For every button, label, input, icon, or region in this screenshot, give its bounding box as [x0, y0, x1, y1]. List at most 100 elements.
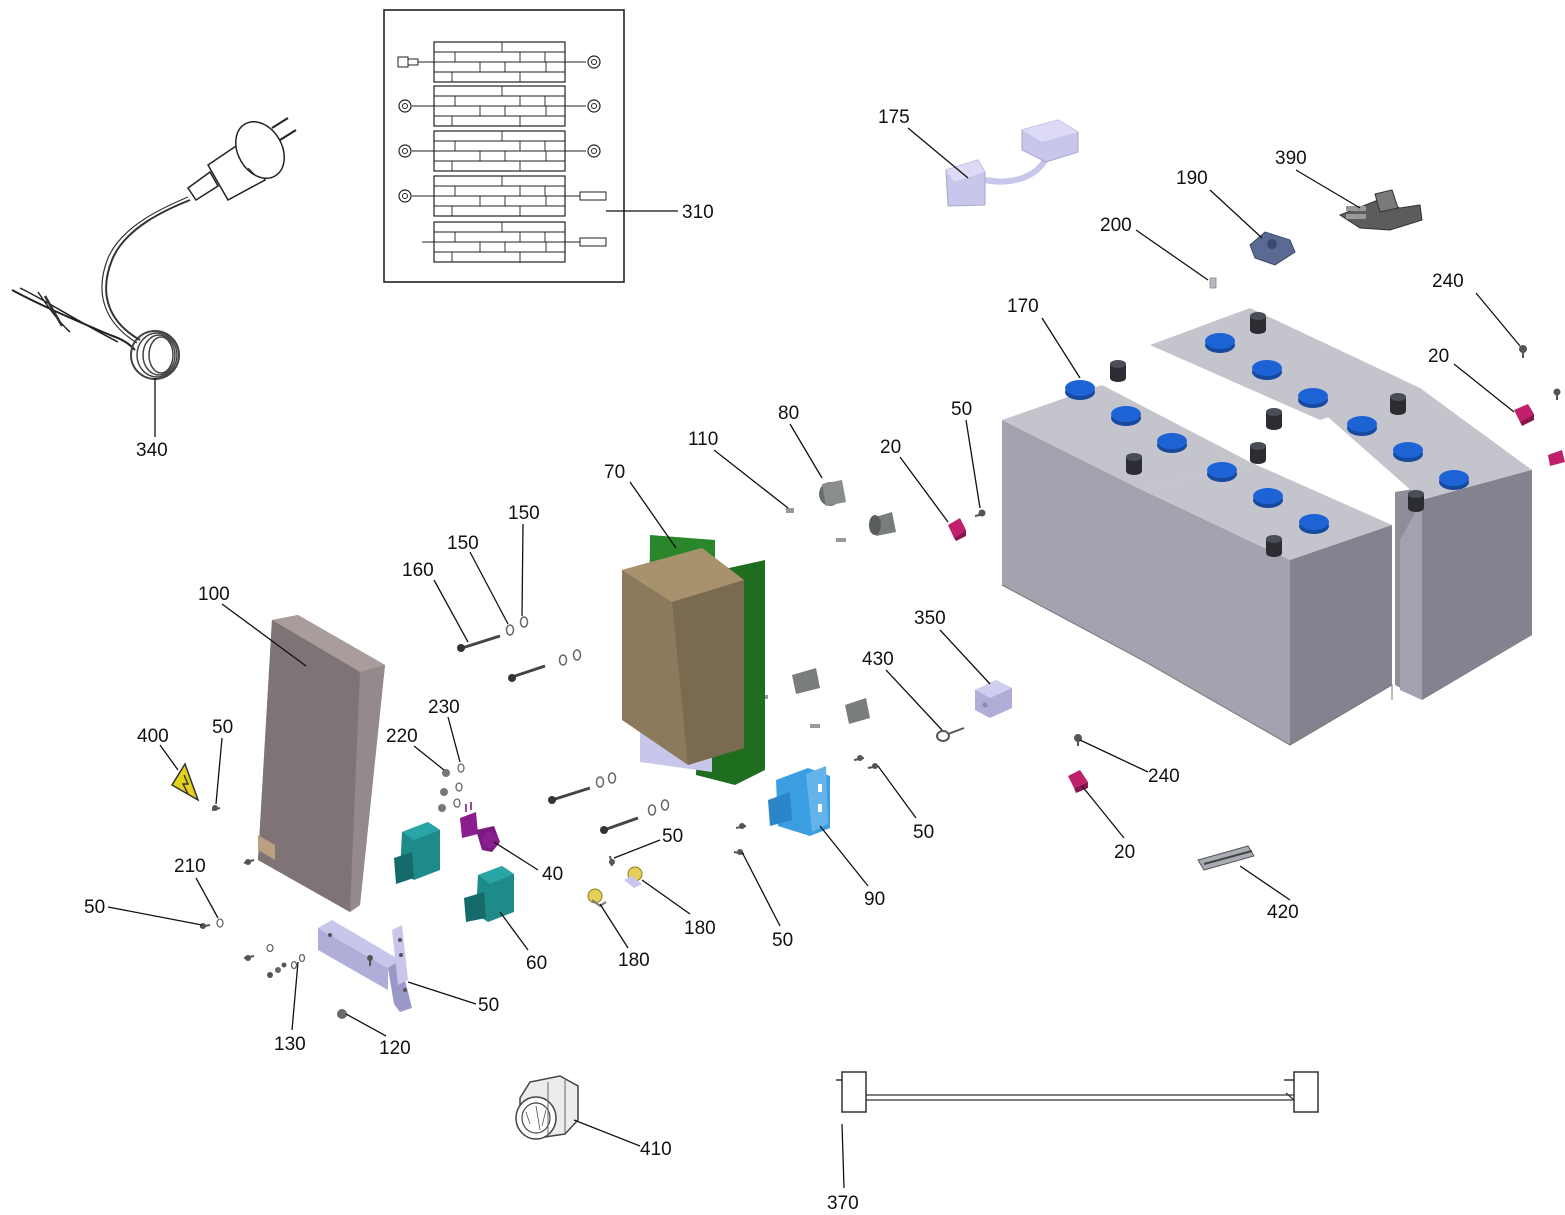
label-50-right-a: 50: [913, 822, 934, 843]
base-bracket: [318, 920, 412, 1012]
label-120: 120: [379, 1038, 411, 1059]
washer-f: [607, 772, 617, 784]
spacer-80-a: [819, 480, 846, 506]
screw-130-b: [267, 967, 281, 978]
sensor-block-350: [975, 680, 1012, 718]
label-130: 130: [274, 1034, 306, 1055]
battery-terminal-top: [1408, 490, 1424, 498]
label-60: 60: [526, 953, 547, 974]
bolt-b: [508, 664, 546, 682]
battery-terminal-base: [1110, 374, 1126, 382]
label-20-top: 20: [1428, 346, 1449, 367]
washer-210: [216, 918, 224, 928]
label-80: 80: [778, 403, 799, 424]
battery-terminal-top: [1266, 535, 1282, 543]
battery-terminal-base: [1266, 549, 1282, 557]
spacer-c: [792, 668, 820, 694]
label-410: 410: [640, 1139, 672, 1160]
label-100: 100: [198, 584, 230, 605]
label-170: 170: [1007, 296, 1039, 317]
battery-terminal-top: [1250, 312, 1266, 320]
ring-terminal-hole: [591, 148, 597, 154]
label-310: 310: [682, 202, 714, 223]
label-50-left-b: 50: [84, 897, 105, 918]
label-180-a: 180: [618, 950, 650, 971]
bolt-d: [600, 816, 639, 834]
battery-terminal-base: [1408, 504, 1424, 512]
label-50-bracket: 50: [478, 995, 499, 1016]
connector-bar-420: [1197, 845, 1255, 871]
battery-cap: [1252, 360, 1282, 376]
battery-cap: [1065, 380, 1095, 396]
battery-cap: [1253, 488, 1283, 504]
bolt-c: [548, 786, 591, 804]
spade-terminal: [579, 237, 607, 247]
screw-50-right-a: [853, 755, 865, 761]
bolt-160: [457, 634, 501, 652]
battery-cap: [1111, 406, 1141, 422]
screw-50-mid: [609, 855, 615, 867]
nut-220: [438, 769, 450, 812]
battery-icon: [1001, 308, 1532, 746]
spade-terminal: [407, 58, 419, 66]
washer-150-a: [505, 624, 515, 636]
ring-terminal-hole: [591, 103, 597, 109]
pin-200: [1209, 277, 1217, 289]
battery-terminal: [1390, 397, 1406, 411]
washer-e: [595, 776, 605, 788]
clip-20-mid: [948, 518, 966, 541]
connector-190: [1249, 231, 1296, 266]
label-90: 90: [864, 889, 885, 910]
battery-terminal: [1266, 539, 1282, 553]
pin-110: [786, 508, 794, 513]
label-20-low: 20: [1114, 842, 1135, 863]
screw-bracket-top: [367, 955, 373, 966]
label-350: 350: [914, 608, 946, 629]
housing-cover-100: [258, 615, 385, 912]
ring-terminal-hole: [402, 103, 408, 109]
label-70: 70: [604, 462, 625, 483]
battery-terminal: [1110, 364, 1126, 378]
label-240-top: 240: [1432, 271, 1464, 292]
threaded-nut-410: [515, 1075, 579, 1140]
screw-130-a: [243, 955, 255, 961]
label-150-b: 150: [508, 503, 540, 524]
label-50-left: 50: [212, 717, 233, 738]
battery-terminal-base: [1266, 422, 1282, 430]
battery-cap: [1439, 470, 1469, 486]
battery-cap: [1205, 333, 1235, 349]
clip-20-edge: [1548, 450, 1565, 466]
spade-terminal: [579, 191, 607, 201]
connector-60: [464, 866, 514, 922]
label-160: 160: [402, 560, 434, 581]
screw-50-left-c: [199, 923, 211, 929]
battery-cap: [1207, 462, 1237, 478]
battery-cap: [1298, 388, 1328, 404]
warning-triangle-icon: [170, 762, 200, 802]
relay-40: [460, 802, 500, 852]
resistor-set-box: [383, 9, 625, 283]
label-390: 390: [1275, 148, 1307, 169]
label-175: 175: [878, 107, 910, 128]
washer-150-b: [519, 616, 529, 628]
battery-terminal: [1126, 457, 1142, 471]
washer-130-c: [298, 953, 306, 963]
label-110: 110: [688, 429, 718, 450]
washer-130-b: [290, 960, 298, 970]
power-plug-icon: [186, 117, 297, 202]
label-200: 200: [1100, 215, 1132, 236]
screw-50-right-b: [867, 763, 879, 769]
connector-390: [1338, 189, 1423, 231]
ring-terminal-hole: [402, 148, 408, 154]
clip-180-b: [624, 866, 643, 888]
part-number-labels: 340 310 175 190 390 200 240 170 20 110 8…: [84, 107, 1464, 1214]
washer-c: [558, 654, 568, 666]
battery-terminal: [1266, 412, 1282, 426]
label-20-mid: 20: [880, 437, 901, 458]
screw-50-left-a: [211, 805, 221, 811]
label-150-a: 150: [447, 533, 479, 554]
cable-icon: [836, 1071, 1319, 1113]
control-board-assembly-70: [622, 535, 765, 785]
label-210: 210: [174, 856, 206, 877]
